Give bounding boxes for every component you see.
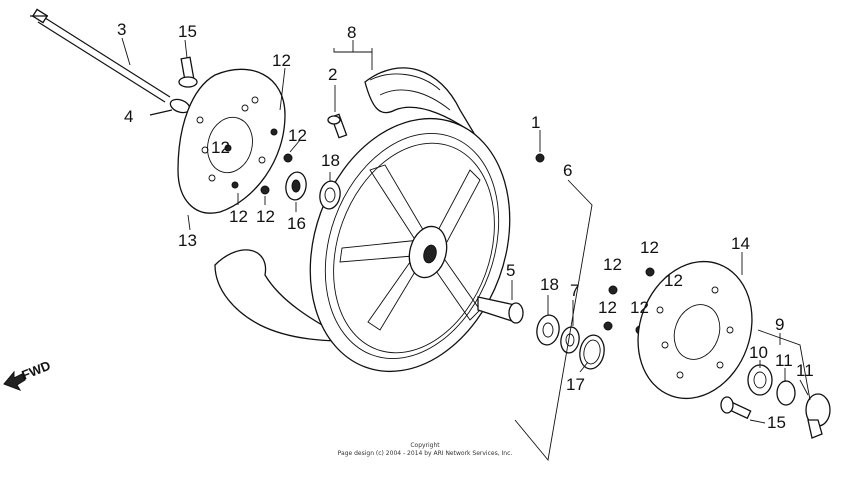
bolt-right [720,396,766,424]
label-8: 8 [347,23,356,42]
label-12-f: 12 [603,255,622,274]
label-4: 4 [124,107,133,126]
label-12-d: 12 [229,207,248,226]
label-3: 3 [117,20,126,39]
label-12-j: 12 [630,298,649,317]
label-10: 10 [749,343,768,362]
label-12-g: 12 [598,298,617,317]
valve-stem [327,85,348,139]
bolt-left [178,39,198,88]
copyright-line-2: Page design (c) 2004 - 2014 by ARI Netwo… [338,450,513,457]
label-18-right: 18 [540,275,559,294]
label-15-right: 15 [767,413,786,432]
fwd-label: FWD [20,358,53,383]
leader-lines [121,37,811,462]
dust-seal [579,334,605,370]
axle [30,8,171,103]
bearing-left [285,171,341,210]
copyright-line-1: Copyright [410,442,440,449]
label-17: 17 [566,375,585,394]
fwd-indicator: FWD [3,358,53,391]
distance-collar [477,296,524,324]
label-15-left: 15 [178,22,197,41]
collar [149,98,191,116]
label-12-e: 12 [256,207,275,226]
label-1: 1 [531,113,540,132]
label-14: 14 [731,234,750,253]
copyright-notice: Copyright Page design (c) 2004 - 2014 by… [338,442,513,457]
fwd-arrow-icon [3,370,26,391]
label-6: 6 [563,161,572,180]
label-7: 7 [570,281,579,300]
label-12-b: 12 [288,126,307,145]
brake-disc-left [177,68,286,214]
label-5: 5 [506,261,515,280]
wheel-rim [309,117,511,373]
label-11-b: 11 [796,361,814,380]
part-labels: 3 15 4 12 12 12 12 12 13 16 18 8 2 1 6 5… [117,20,814,432]
label-12-a: 12 [272,51,291,70]
speedometer-gearbox [747,364,831,439]
label-16: 16 [287,214,306,233]
label-2: 2 [328,65,337,84]
brake-disc-right [637,260,753,400]
label-11-a: 11 [775,351,793,370]
label-13: 13 [178,231,197,250]
label-12-c: 12 [211,138,230,157]
label-9: 9 [775,315,784,334]
label-12-i: 12 [664,271,683,290]
label-12-h: 12 [640,238,659,257]
label-18-left: 18 [321,151,340,170]
bearing-right [536,314,560,346]
